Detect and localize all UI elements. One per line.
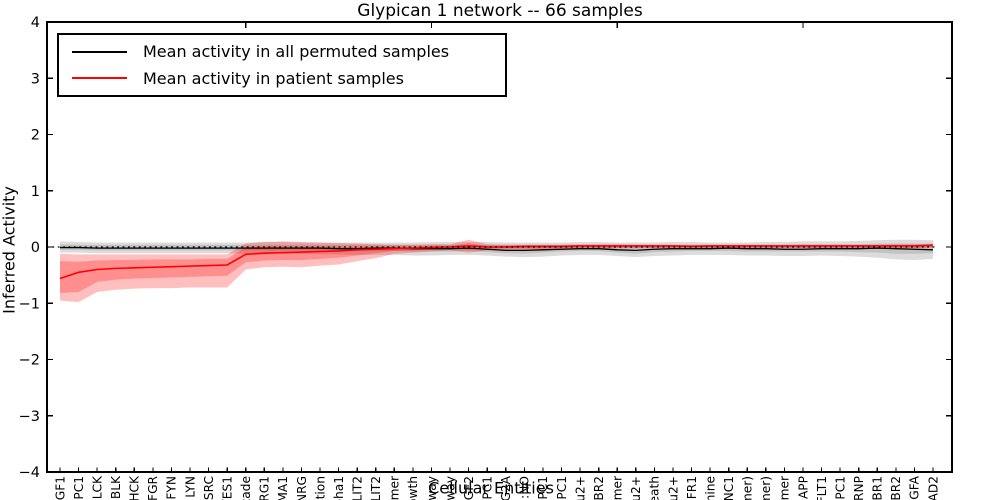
patient-line-swatch-icon	[72, 77, 127, 80]
x-tick-label: CRIPTO/GPC1	[72, 476, 86, 500]
x-tick-label: TDGF1	[53, 476, 67, 500]
x-tick-label: neuron differentiation	[313, 476, 327, 500]
x-tick-label: ATIII/GPC1	[555, 476, 569, 500]
x-tick-label: SRC	[202, 476, 216, 500]
y-tick-label: 4	[31, 15, 40, 31]
x-tick-label: GPC1/PrPc/Cu2+	[573, 476, 587, 500]
legend-label-permuted: Mean activity in all permuted samples	[143, 42, 450, 62]
y-tick-label: 3	[31, 71, 40, 87]
chart-title: Glypican 1 network -- 66 samples	[357, 1, 643, 21]
legend-item-patient: Mean activity in patient samples	[72, 69, 505, 88]
x-tick-label: GPC1/FGF2 dimer/FGFR1 dimer	[388, 475, 402, 500]
legend: Mean activity in all permuted samples Me…	[57, 33, 507, 97]
x-tick-label: TGFBR1 (dimer)	[741, 476, 755, 500]
x-tick-label: FGR	[146, 475, 160, 500]
x-tick-label: TGFBR1	[871, 476, 885, 500]
x-tick-label: GPC1/SLIT2	[369, 476, 383, 500]
x-tick-label: VEGFR1 homodimer	[778, 475, 792, 500]
patient-std-band	[60, 239, 933, 303]
x-tick-label: GPC1	[833, 476, 847, 500]
x-tick-label: PLA2G2A/GPC1	[481, 476, 495, 500]
x-tick-label: cell growth	[406, 476, 420, 500]
patient-std-band-inner	[60, 243, 933, 294]
y-tick-label: −2	[19, 353, 40, 369]
x-tick-label: mol:Spermine	[703, 476, 717, 500]
y-tick-label: 2	[31, 128, 40, 144]
x-tick-label: VEGFA	[908, 475, 922, 500]
x-tick-label: positive regulation of MAPKKK cascade	[239, 476, 253, 500]
x-tick-label: LAMA1	[276, 476, 290, 500]
x-tick-label: mol:Cu2+	[666, 476, 680, 500]
x-tick-label: APP/GPC1	[536, 476, 550, 500]
x-tick-label: PRNP	[852, 476, 866, 500]
x-tick-label: PLA2G2A	[499, 475, 513, 500]
x-tick-label: GPC1/TGFB/TGFBR1/TGFBR2	[592, 476, 606, 500]
y-tick-label: −3	[19, 409, 40, 425]
x-tick-label: FLT1	[815, 476, 829, 500]
x-tick-label: NRG1	[258, 476, 272, 500]
x-tick-label: LCK	[90, 475, 104, 499]
permuted-line-swatch-icon	[72, 50, 127, 53]
x-tick-label: SERPINC1	[722, 476, 736, 500]
y-tick-label: −1	[19, 296, 40, 312]
x-tick-label: GPC1/VEGF165 homodimer/VEGFR1 homodimer	[611, 475, 625, 500]
legend-label-patient: Mean activity in patient samples	[143, 68, 404, 88]
x-tick-label: FGF2	[462, 476, 476, 500]
x-tick-label: fibroblast growth factor receptor signal…	[425, 476, 439, 500]
x-tick-label: SLIT2	[350, 476, 364, 500]
x-tick-label: GPC1/Laminin alpha1	[332, 476, 346, 500]
x-tick-label: HCK	[128, 475, 142, 500]
x-tick-label: YES1	[220, 476, 234, 500]
x-tick-label: BLK	[109, 475, 123, 499]
x-axis-title: Cellular Entities	[428, 478, 554, 498]
y-axis-title: Inferred Activity	[0, 186, 19, 314]
legend-item-permuted: Mean activity in all permuted samples	[72, 42, 505, 61]
x-tick-label: SMAD2	[926, 476, 940, 500]
y-tick-label: 0	[31, 240, 40, 256]
x-tick-label: FGFR1	[685, 476, 699, 500]
y-tick-label: 1	[31, 184, 40, 200]
x-tick-label: TGFBR2 (dimer)	[759, 476, 773, 500]
x-tick-label: BMP signaling pathway	[443, 476, 457, 500]
x-tick-label: PrPc/Cu2+	[629, 476, 643, 500]
x-tick-label: TGFBR2	[889, 476, 903, 500]
x-tick-label: cell death	[648, 476, 662, 500]
x-tick-label: LYN	[183, 476, 197, 498]
permuted-mean-line	[60, 246, 934, 252]
x-tick-label: APP	[796, 476, 810, 499]
x-tick-label: GPC1/NRG	[295, 476, 309, 500]
x-tick-label: mol:NO	[518, 476, 532, 500]
y-tick-label: −4	[19, 465, 40, 481]
x-tick-label: FYN	[165, 476, 179, 500]
